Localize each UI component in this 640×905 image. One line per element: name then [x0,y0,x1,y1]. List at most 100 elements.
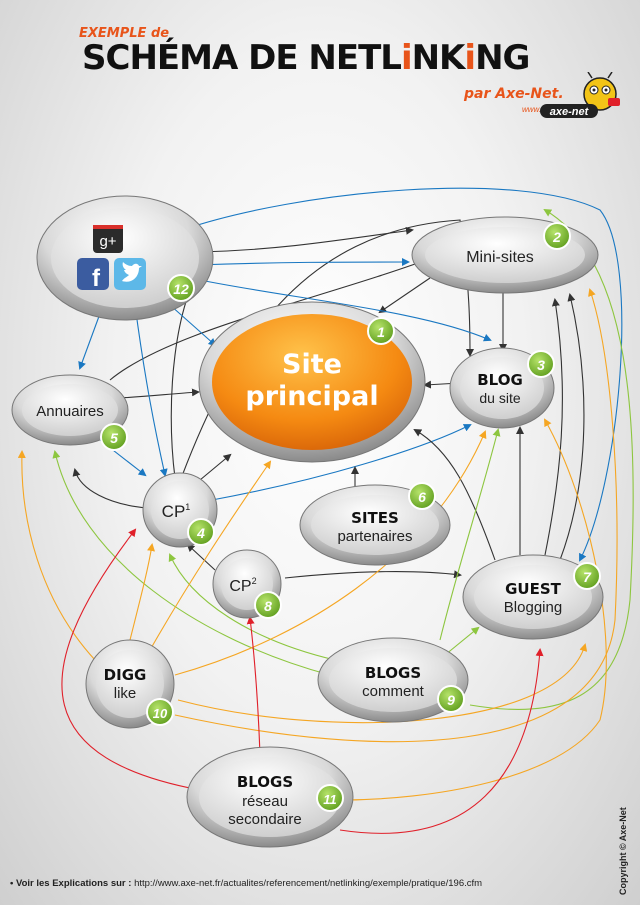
node-8-sup: 2 [252,576,257,586]
badge-4 [187,518,215,546]
edge-10-to-5 [17,450,96,661]
header-byline: par Axe-Net. [464,86,564,102]
node-4-sup: 1 [185,502,190,512]
header-title: SCHÉMA DE NETLiNKiNG [82,38,530,78]
badge-11-label: 11 [323,792,337,807]
node-8-text: CP [229,578,251,595]
edge-9-to-4 [168,553,336,661]
edge-12-to-1 [169,304,217,347]
node-main-site[interactable]: Site principal 1 [198,301,426,463]
node-10-line2: like [114,685,137,702]
node-6-line2: partenaires [337,528,412,545]
badge-10-label: 10 [153,706,168,721]
google-plus-glyph: g+ [99,233,116,250]
node-7-line1: GUEST [505,580,562,598]
badge-3-label: 3 [537,357,545,373]
badge-1-label: 1 [377,324,385,340]
node-secondary-blog-network[interactable]: BLOGS réseau secondaire 11 [186,746,354,848]
brand-name: axe-net [550,106,590,118]
edge-10-to-2 [174,288,618,743]
edge-4-to-5 [72,468,149,509]
badge-4-label: 4 [196,525,205,541]
node-directories[interactable]: Annuaires 5 [11,374,129,451]
facebook-icon: f [77,258,109,292]
title-part-5: NG [475,38,530,78]
edge-10-to-1 [149,460,272,651]
title-part-4: i [464,38,476,78]
node-5-label: Annuaires [36,403,104,420]
edge-8-to-4 [186,543,216,571]
edge-8-to-7 [284,570,462,579]
node-9-line1: BLOGS [365,664,421,682]
node-mini-sites[interactable]: Mini-sites 2 [411,216,599,294]
edge-9-to-7 [444,626,480,656]
edge-5-to-1 [119,388,200,399]
facebook-glyph: f [92,265,101,292]
badge-6-label: 6 [418,489,426,505]
badge-9-label: 9 [447,692,455,708]
node-11-line1: BLOGS [237,773,293,791]
header-subtitle: EXEMPLE de [79,26,170,41]
footer-link[interactable]: http://www.axe-net.fr/actualites/referen… [134,878,483,889]
node-blog-comments[interactable]: BLOGS comment 9 [317,637,469,723]
edge-11-to-7b [339,418,607,801]
node-9-line2: comment [362,683,425,700]
node-social-networks[interactable]: g+ f 12 [36,195,214,321]
connector-group [17,187,634,834]
twitter-icon [114,258,146,290]
edge-7-to-2a [544,298,563,556]
footer-label: • Voir les Explications sur : [10,878,132,889]
badge-7-label: 7 [583,569,592,585]
node-3-line2: du site [479,390,520,406]
badge-12-label: 12 [173,281,189,297]
node-6-line1: SITES [351,509,399,527]
badge-12 [167,274,195,302]
node-4-text: CP [162,502,186,521]
badge-1 [367,317,395,345]
node-site-blog[interactable]: BLOG du site 3 [449,347,555,429]
badge-2-label: 2 [552,229,561,245]
edge-4-to-3 [211,424,472,501]
badge-2 [543,222,571,250]
node-7-line2: Blogging [504,599,562,616]
edge-11-to-8 [246,616,261,756]
badge-5-label: 5 [110,430,118,446]
edge-9-to-2 [469,208,634,710]
node-4-label: CP1 [162,502,191,521]
badge-5 [100,423,128,451]
badge-8 [254,591,282,619]
badge-8-label: 8 [264,598,272,614]
badge-3 [527,350,555,378]
node-digg-like[interactable]: DIGG like 10 [85,639,175,729]
node-press-release-2[interactable]: CP2 8 [212,549,282,619]
badge-10 [146,698,174,726]
edge-7-to-1 [413,429,496,561]
node-press-release-1[interactable]: CP1 4 [142,472,218,548]
node-11-line2: réseau [242,793,288,810]
edge-10-to-7 [177,643,588,724]
edge-9-to-3 [439,428,501,641]
node-1-line1: Site [282,349,342,380]
node-1-line2: principal [245,381,378,412]
google-plus-icon: g+ [93,225,123,253]
edge-12-to-7 [181,187,623,562]
badge-9 [437,685,465,713]
edge-12-to-3 [199,279,492,342]
node-10-line1: DIGG [104,666,147,684]
node-3-line1: BLOG [477,371,523,389]
node-guest-blogging[interactable]: GUEST Blogging 7 [462,554,604,640]
title-part-3: NK [411,38,466,78]
edge-11-to-4 [61,528,201,791]
copyright: Copyright © Axe-Net [618,807,628,895]
edge-7-to-2b [559,293,585,561]
edge-2-to-1 [378,277,431,314]
edge-9-to-5 [52,450,331,676]
footer: • Voir les Explications sur : http://www… [10,878,482,889]
badge-7 [573,562,601,590]
node-8-label: CP2 [229,576,256,595]
node-partner-sites[interactable]: SITES partenaires 6 [299,482,451,566]
brand-prefix: www. [522,105,541,114]
title-part-2: i [400,38,413,78]
axe-net-logo: www. axe-net [522,72,620,118]
